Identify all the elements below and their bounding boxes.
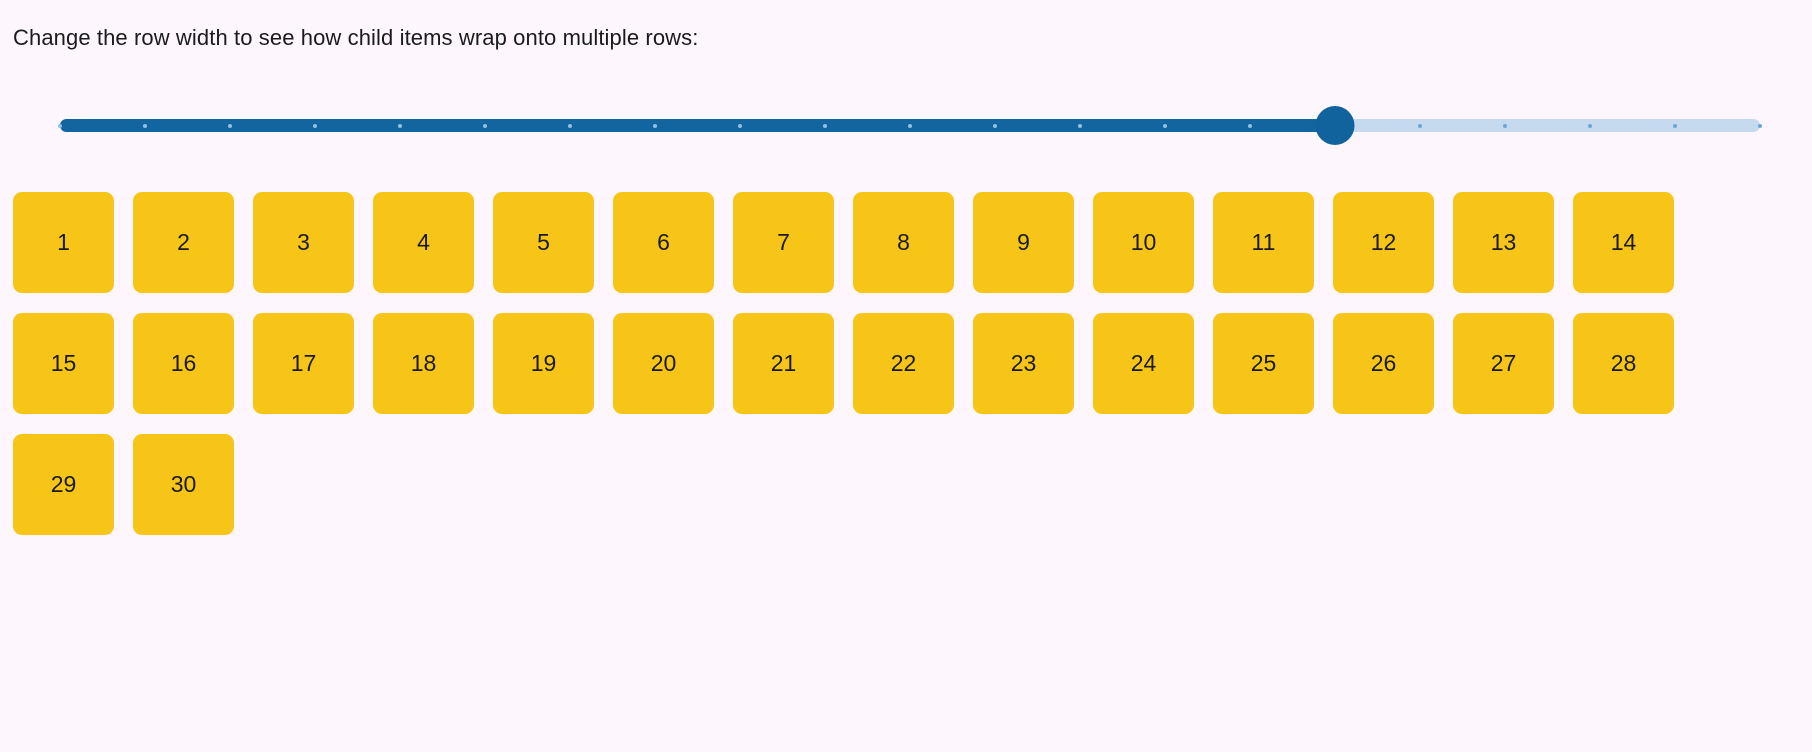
item-box: 18 [373,313,474,414]
item-box-label: 1 [57,229,70,255]
item-box: 20 [613,313,714,414]
row-width-slider[interactable] [58,105,1762,147]
item-box: 8 [853,192,954,293]
item-box-label: 19 [530,350,557,376]
item-box: 2 [133,192,234,293]
page-instruction-text: Change the row width to see how child it… [13,25,699,50]
item-box-label: 14 [1610,229,1637,255]
item-box-label: 13 [1490,229,1517,255]
item-box-label: 7 [777,229,790,255]
item-box: 9 [973,192,1074,293]
slider-track-active[interactable] [60,119,1335,132]
item-box-label: 16 [170,350,197,376]
item-box: 23 [973,313,1074,414]
item-box-label: 3 [297,229,310,255]
item-box: 4 [373,192,474,293]
item-box-label: 25 [1250,350,1277,376]
item-box-label: 23 [1010,350,1037,376]
item-box-label: 22 [890,350,917,376]
item-box-label: 28 [1610,350,1637,376]
item-box-label: 6 [657,229,670,255]
item-box: 12 [1333,192,1434,293]
item-box: 29 [13,434,114,535]
item-box-label: 21 [770,350,797,376]
item-box-label: 24 [1130,350,1157,376]
item-box: 13 [1453,192,1554,293]
item-box: 10 [1093,192,1194,293]
item-box: 16 [133,313,234,414]
item-box: 1 [13,192,114,293]
item-box-label: 17 [290,350,317,376]
item-box-label: 30 [170,471,197,497]
item-box: 26 [1333,313,1434,414]
item-box: 19 [493,313,594,414]
item-box-label: 29 [50,471,77,497]
item-box: 27 [1453,313,1554,414]
item-box-label: 5 [537,229,550,255]
item-box-label: 9 [1017,229,1030,255]
item-box-label: 11 [1251,229,1276,255]
item-box-label: 18 [410,350,437,376]
item-box: 30 [133,434,234,535]
item-box: 7 [733,192,834,293]
item-box: 24 [1093,313,1194,414]
item-box-label: 27 [1490,350,1517,376]
item-box: 5 [493,192,594,293]
item-box-label: 8 [897,229,910,255]
item-box-label: 10 [1130,229,1157,255]
item-box: 28 [1573,313,1674,414]
item-box-label: 4 [417,229,430,255]
item-box-label: 26 [1370,350,1397,376]
item-box: 3 [253,192,354,293]
item-box-label: 2 [177,229,190,255]
item-box: 25 [1213,313,1314,414]
slider-thumb[interactable] [1315,106,1355,145]
item-box: 6 [613,192,714,293]
item-box-label: 20 [650,350,677,376]
item-box: 14 [1573,192,1674,293]
item-box: 17 [253,313,354,414]
item-box: 22 [853,313,954,414]
item-box: 15 [13,313,114,414]
item-box: 11 [1213,192,1314,293]
item-box: 21 [733,313,834,414]
item-box-label: 15 [50,350,77,376]
item-box-label: 12 [1370,229,1397,255]
